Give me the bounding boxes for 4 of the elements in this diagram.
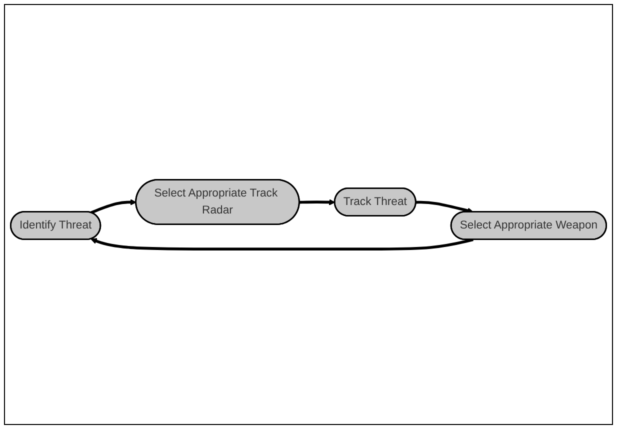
arrow [90,238,474,251]
arrow [90,199,136,214]
arrow [416,200,474,214]
arrow [300,199,336,206]
